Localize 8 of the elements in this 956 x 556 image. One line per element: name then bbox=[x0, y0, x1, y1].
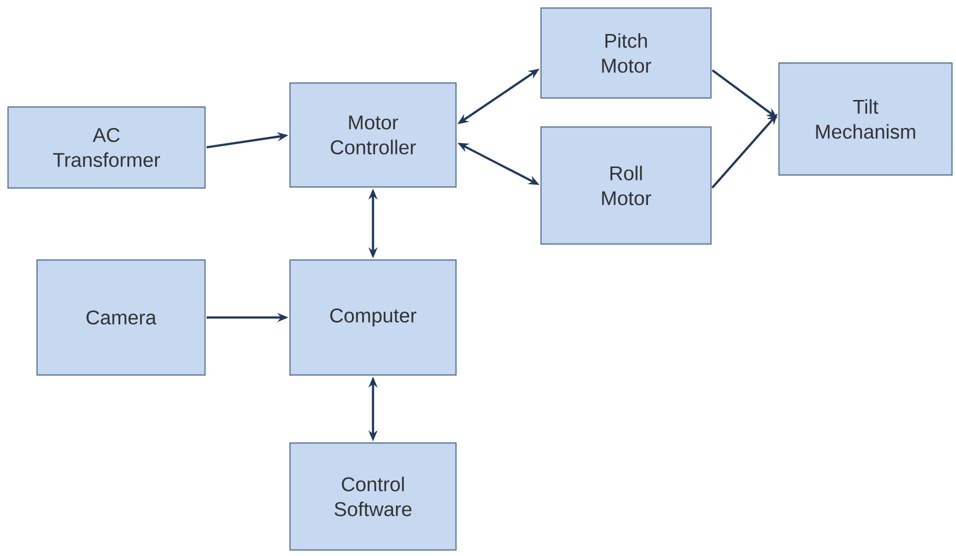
process-box: Roll Motor bbox=[540, 126, 712, 245]
process-box: Camera bbox=[36, 259, 206, 376]
process-box: Control Software bbox=[289, 442, 457, 551]
process-box: Pitch Motor bbox=[540, 7, 712, 99]
process-box: Tilt Mechanism bbox=[778, 62, 953, 176]
process-box: AC Transformer bbox=[7, 106, 206, 189]
process-box: Computer bbox=[289, 259, 457, 376]
process-box: Motor Controller bbox=[289, 82, 457, 188]
